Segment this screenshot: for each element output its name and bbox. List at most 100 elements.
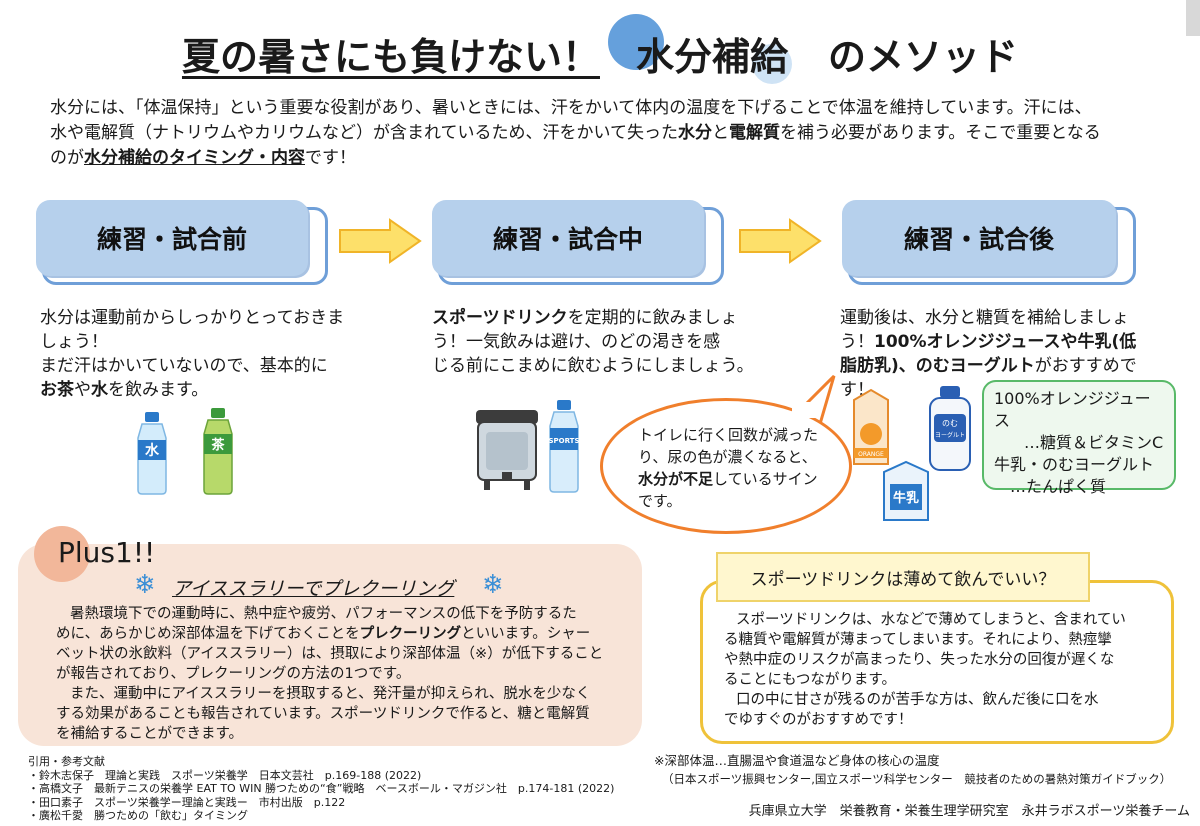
phase-text-line: しょう！ [40, 332, 108, 352]
text: や [74, 380, 91, 400]
credit: 兵庫県立大学 栄養教育・栄養生理学研究室 永井ラボスポーツ栄養チーム [748, 804, 1190, 819]
phase-text-line: 運動後は、水分と糖質を補給しましょ [840, 308, 1129, 328]
arrow-right-icon [339, 218, 422, 264]
text: を飲みます。 [108, 380, 209, 400]
speech-bubble-text: トイレに行く回数が減った り、尿の色が濃くなると、 水分が不足しているサイン で… [638, 424, 838, 512]
scrollbar-thumb[interactable] [1186, 0, 1200, 36]
question-text: スポーツドリンクは薄めて飲んでいい？ [750, 569, 1056, 590]
page-title: 夏の暑さにも負けない！ 水分補給のメソッド [0, 26, 1200, 79]
plus1-line: が報告されており、プレクーリングの方法の1つです。 [56, 666, 411, 682]
footnote: ※深部体温…直腸温や食道温など身体の核心の温度 （日本スポーツ振興センター,国立… [654, 752, 1194, 788]
answer-line: 口の中に甘さが残るのが苦手な方は、飲んだ後に口を水 [736, 692, 1099, 708]
water-bottle-icon: 水 [137, 412, 167, 495]
text: がおすすめで [1034, 356, 1137, 376]
sports-drink-question: スポーツドリンクは薄めて飲んでいい？ [716, 552, 1090, 602]
info-line: 牛乳・のむヨーグルト [994, 455, 1155, 474]
phase-during-text: スポーツドリンクを定期的に飲みましょ う！一気飲みは避け、のどの渇きを感 じる前… [432, 306, 772, 378]
title-part3: のメソッド [828, 35, 1019, 79]
title-part2: 水分補給 [635, 35, 788, 79]
text: しているサイン [713, 470, 818, 488]
intro-paragraph: 水分には、「体温保持」という重要な役割があり、暑いときには、汗をかいて体内の温度… [50, 96, 1170, 171]
phase-before-text: 水分は運動前からしっかりとっておきま しょう！ まだ汗はかいていないので、基本的… [40, 306, 380, 402]
title-part1: 夏の暑さにも負けない！ [181, 35, 600, 79]
yogurt-label: のむ [942, 419, 958, 428]
bold-tea: お茶 [40, 380, 74, 400]
tea-label: 茶 [211, 437, 225, 453]
reference-item: ・田口素子 スポーツ栄養学ー理論と実践ー 市村出版 p.122 [28, 795, 346, 809]
answer-line: スポーツドリンクは、水などで薄めてしまうと、含まれてい [736, 612, 1126, 628]
footnote-line: ※深部体温…直腸温や食道温など身体の核心の温度 [654, 753, 940, 768]
phase-text-line: 水分は運動前からしっかりとっておきま [40, 308, 345, 328]
milk-carton-icon: 牛乳 [883, 460, 929, 521]
intro-text: と [711, 123, 729, 143]
intro-text: のが [50, 148, 84, 168]
phase-after-label: 練習・試合後 [903, 225, 1054, 254]
sports-drink-answer: スポーツドリンクは、水などで薄めてしまうと、含まれてい る糖質や電解質が薄まって… [724, 610, 1164, 730]
speech-line: 水分が不足しているサイン [638, 468, 838, 490]
phase-text-line: スポーツドリンクを定期的に飲みましょ [432, 306, 772, 330]
phase-before-label: 練習・試合前 [96, 225, 247, 254]
plus1-line: めに、あらかじめ深部体温を下げておくことをプレクーリングといいます。シャー [56, 624, 636, 644]
tea-bottle-icon: 茶 [203, 408, 233, 495]
text: う！ [840, 332, 874, 352]
phase-text-line: う！一気飲みは避け、のどの渇きを感 [432, 332, 721, 352]
plus1-label: Plus1!! [58, 536, 156, 569]
references-heading: 引用・参考文献 [28, 755, 105, 768]
plus1-panel [18, 544, 642, 746]
speech-bubble-patch [792, 402, 820, 418]
answer-line: ることにもつながります。 [724, 672, 896, 688]
speech-line: トイレに行く回数が減った [638, 426, 819, 444]
water-cooler-icon [476, 410, 538, 490]
phase-text-line: じる前にこまめに飲むようにしましょう。 [432, 356, 754, 376]
info-line: …たんぱく質 [1010, 477, 1107, 496]
phase-text-line: お茶や水を飲みます。 [40, 378, 380, 402]
plus1-line: を補給することができます。 [56, 726, 244, 742]
reference-item: ・高橋文子 最新テニスの栄養学 EAT TO WIN 勝つための“食”戦略 ベー… [28, 782, 615, 795]
bold-recommend: 100%オレンジジュースや牛乳(低 [874, 332, 1137, 352]
plus1-line: 暑熱環境下での運動時に、熱中症や疲労、パフォーマンスの低下を予防するた [70, 606, 577, 622]
bold-dehydration: 水分が不足 [638, 470, 714, 488]
phase-text-line: まだ汗はかいていないので、基本的に [40, 356, 328, 376]
orange-label: ORANGE [858, 451, 884, 458]
plus1-heading: アイススラリーでプレクーリング [172, 578, 455, 600]
water-label: 水 [145, 442, 160, 459]
plus1-line: する効果があることも報告されています。スポーツドリンクで作ると、糖と電解質 [56, 706, 590, 722]
references: 引用・参考文献 ・鈴木志保子 理論と実践 スポーツ栄養学 日本文芸社 p.169… [28, 755, 648, 823]
answer-line: る糖質や電解質が薄まってしまいます。それにより、熱痙攣 [724, 632, 1112, 648]
speech-line: り、尿の色が濃くなると、 [638, 448, 817, 466]
bold-precooling: プレクーリング [359, 626, 462, 642]
answer-line: や熱中症のリスクが高まったり、失った水分の回復が遅くな [724, 652, 1115, 668]
intro-text: です！ [305, 148, 356, 168]
plus1-circle [34, 526, 90, 582]
reference-item: ・廣松千愛 勝つための「飲む」タイミング [28, 809, 248, 822]
footnote-line: （日本スポーツ振興センター,国立スポーツ科学センター 競技者のための暑熱対策ガイ… [662, 772, 1172, 786]
nutrition-info-box: 100%オレンジジュース …糖質＆ビタミンC 牛乳・のむヨーグルト …たんぱく質 [982, 380, 1176, 496]
phase-during-label: 練習・試合中 [492, 225, 643, 254]
info-line: …糖質＆ビタミンC [1024, 433, 1164, 452]
plus1-line: ベット状の氷飲料（アイススラリー）は、摂取により深部体温（※）が低下すること [56, 646, 604, 662]
phase-text-line: 脂肪乳)、のむヨーグルトがおすすめで [840, 354, 1180, 378]
intro-line-1: 水分には、「体温保持」という重要な役割があり、暑いときには、汗をかいて体内の温度… [50, 98, 1092, 118]
orange-juice-carton-icon: ORANGE [853, 388, 889, 465]
info-line: 100%オレンジジュース [994, 389, 1151, 430]
reference-item: ・鈴木志保子 理論と実践 スポーツ栄養学 日本文芸社 p.169-188 (20… [28, 768, 422, 782]
speech-bubble [600, 398, 852, 534]
speech-line: です。 [638, 492, 682, 510]
bold-water: 水 [91, 380, 108, 400]
intro-line-3: のが水分補給のタイミング・内容です！ [50, 146, 1170, 171]
text: めに、あらかじめ深部体温を下げておくことを [56, 626, 360, 642]
yogurt-label-2: ヨーグルト [935, 431, 965, 439]
intro-highlight: 水分補給のタイミング・内容 [84, 148, 305, 168]
snowflake-icon: ❄ [482, 570, 504, 600]
phase-after-header: 練習・試合後 [842, 200, 1116, 276]
sports-bottle-icon: SPORTS [548, 400, 580, 493]
bold-recommend: 脂肪乳)、のむヨーグルト [840, 356, 1035, 376]
plus1-body: 暑熱環境下での運動時に、熱中症や疲労、パフォーマンスの低下を予防するた めに、あ… [56, 604, 636, 744]
intro-text: 水や電解質（ナトリウムやカリウムなど）が含まれているため、汗をかいて失った [50, 123, 678, 143]
intro-bold-electrolyte: 電解質 [728, 123, 780, 143]
snowflake-icon: ❄ [134, 570, 156, 600]
plus1-line: また、運動中にアイススラリーを摂取すると、発汗量が抑えられ、脱水を少なく [70, 686, 591, 702]
phase-during-header: 練習・試合中 [432, 200, 704, 276]
text: を定期的に飲みましょ [567, 308, 738, 328]
milk-label: 牛乳 [893, 490, 919, 506]
